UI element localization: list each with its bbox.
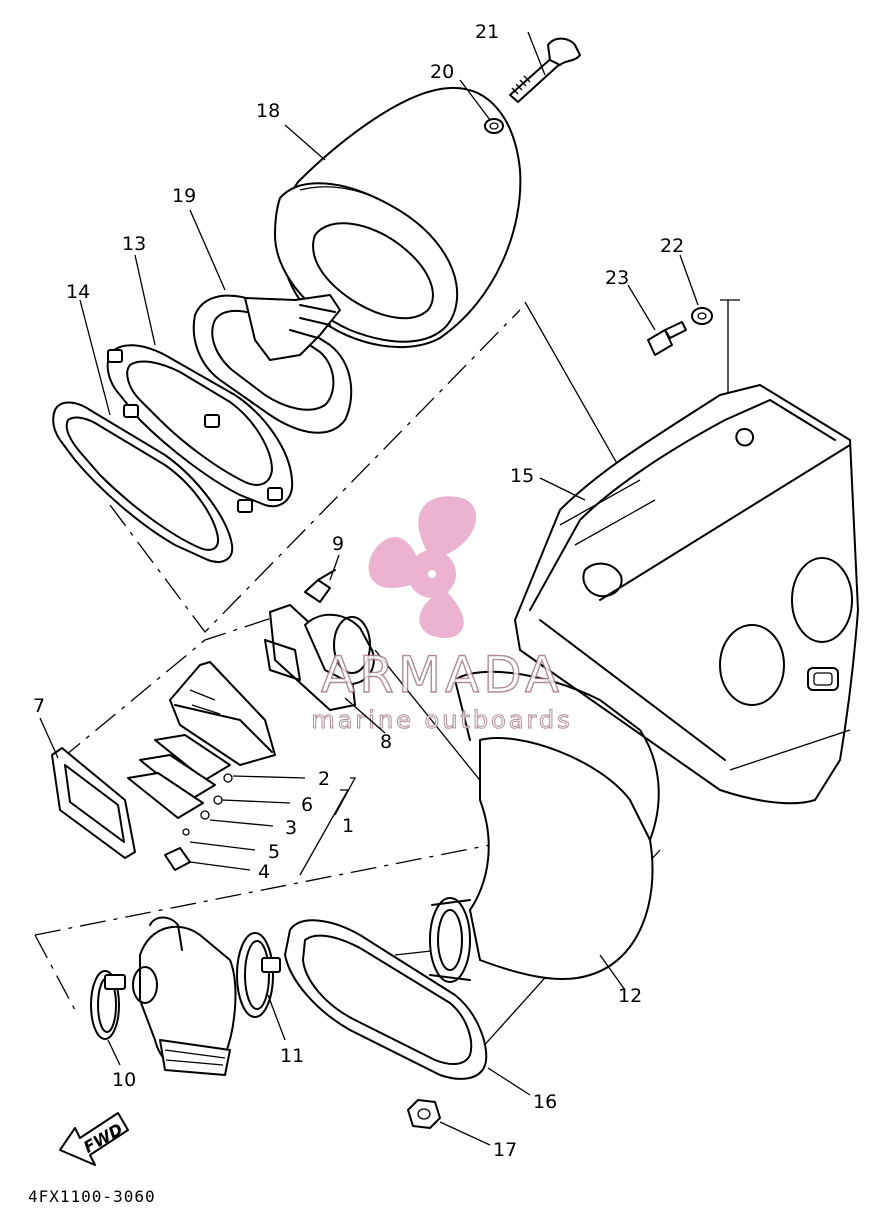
callout-5: 5	[268, 841, 280, 863]
callout-19: 19	[172, 185, 196, 207]
joint-boot	[429, 670, 660, 983]
callout-4: 4	[258, 861, 270, 883]
diagram-code: 4FX1100-3060	[28, 1187, 156, 1206]
gasket-7	[51, 747, 136, 859]
callout-16: 16	[533, 1091, 557, 1113]
assembly-guide-lines	[34, 299, 740, 1051]
callout-13: 13	[122, 233, 146, 255]
air-intake-box	[514, 384, 859, 805]
intake-manifold	[264, 604, 375, 711]
callout-7: 7	[33, 695, 45, 717]
callout-1: 1	[342, 815, 354, 837]
watermark-tagline: marine outboards	[311, 706, 572, 734]
flange-plate	[284, 919, 488, 1080]
stud-bolts	[107, 349, 283, 513]
screw-4	[164, 847, 191, 871]
leader-lines	[39, 31, 699, 1146]
callout-20: 20	[430, 61, 454, 83]
callout-3: 3	[285, 817, 297, 839]
callout-17: 17	[493, 1139, 517, 1161]
filter-cap	[106, 344, 294, 513]
callout-11: 11	[280, 1045, 304, 1067]
callout-10: 10	[112, 1069, 136, 1091]
callout-21: 21	[475, 21, 499, 43]
callout-18: 18	[256, 100, 280, 122]
wing-bolt	[509, 37, 581, 103]
callout-23: 23	[605, 267, 629, 289]
callout-9: 9	[332, 533, 344, 555]
callout-15: 15	[510, 465, 534, 487]
watermark-logo: ARMADA marine outboards	[311, 496, 572, 735]
bolt-9	[304, 569, 336, 603]
forward-arrow-icon: FWD	[59, 1112, 129, 1166]
hose-clamp-10	[90, 970, 126, 1040]
flange-bolt-23	[647, 321, 687, 356]
callout-6: 6	[301, 794, 313, 816]
nut	[407, 1099, 441, 1129]
watermark-brand: ARMADA	[321, 646, 563, 704]
callout-numbers: 21 20 18 19 13 14 22 23 15 9 7 8 2 6 3 1…	[33, 21, 684, 1161]
callout-2: 2	[318, 768, 330, 790]
washer-22	[691, 307, 713, 325]
propeller-icon	[368, 496, 477, 639]
washer	[484, 118, 504, 134]
callout-22: 22	[660, 235, 684, 257]
gasket	[52, 401, 234, 563]
filter-guide	[192, 294, 353, 434]
callout-12: 12	[618, 985, 642, 1007]
hose-clamp-11	[236, 932, 281, 1018]
callout-8: 8	[380, 731, 392, 753]
reed-valve-assembly	[127, 661, 276, 836]
callout-14: 14	[66, 281, 90, 303]
carburetor	[132, 916, 237, 1076]
